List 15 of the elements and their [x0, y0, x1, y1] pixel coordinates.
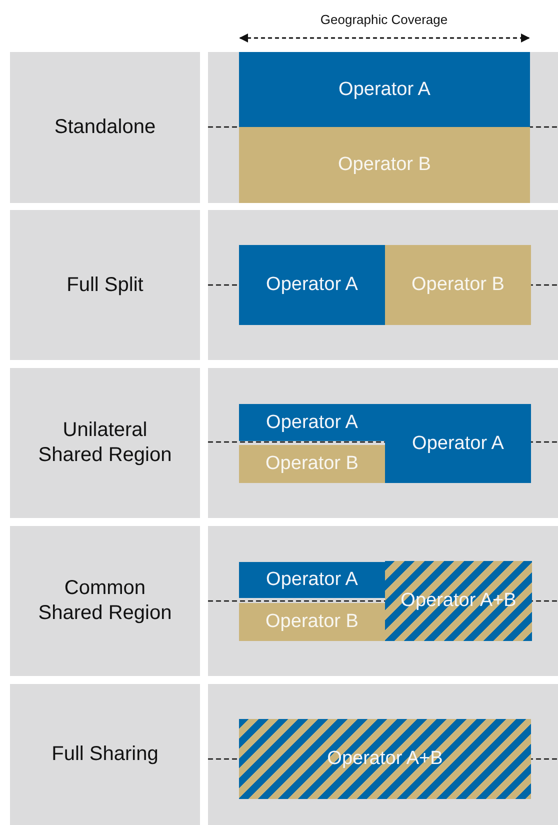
operator-block: Operator B — [239, 603, 385, 641]
axis-caption: Geographic Coverage — [320, 12, 448, 27]
operator-block: Operator B — [239, 127, 530, 203]
row-label: Full Sharing — [10, 684, 200, 825]
operator-block: Operator A — [239, 245, 385, 325]
operator-block: Operator A — [239, 404, 385, 441]
operator-block: Operator B — [239, 445, 385, 483]
operator-block: Operator B — [385, 245, 531, 325]
operator-block: Operator A — [239, 562, 385, 598]
operator-block: Operator A — [385, 404, 531, 483]
row-label: Unilateral Shared Region — [10, 368, 200, 518]
row-label: Full Split — [10, 210, 200, 360]
row-label: Standalone — [10, 52, 200, 203]
operator-block: Operator A — [239, 52, 530, 127]
row-label: Common Shared Region — [10, 526, 200, 676]
